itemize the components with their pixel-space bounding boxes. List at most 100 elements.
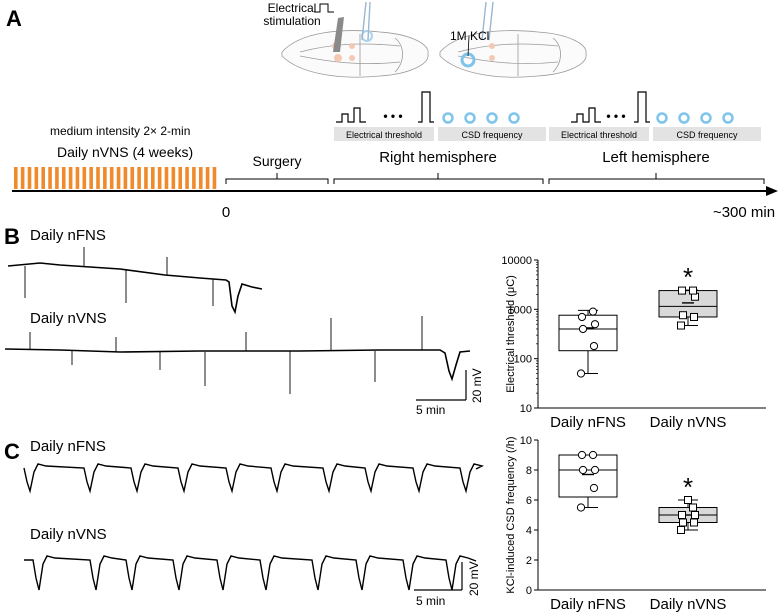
data-point	[588, 307, 598, 316]
category-label: Daily nFNS	[550, 414, 626, 431]
y-tick-label: 10000	[501, 255, 532, 267]
trace-label-c-nvns: Daily nVNS	[30, 526, 107, 543]
category-label: Daily nVNS	[650, 596, 727, 613]
data-point	[678, 286, 686, 295]
electrical-stimulation-label: stimulation	[263, 14, 320, 28]
protocol-bar	[157, 167, 162, 189]
y-tick-label: 2	[526, 555, 532, 567]
y-tick-label: 100	[514, 354, 532, 366]
data-point	[691, 511, 699, 519]
protocol-bar	[171, 167, 176, 189]
protocol-bar	[164, 167, 169, 189]
data-point	[677, 321, 685, 330]
data-point	[689, 286, 697, 295]
protocol-bar	[137, 167, 141, 189]
protocol-bar	[144, 167, 148, 189]
protocol-bar	[178, 167, 182, 189]
data-point	[578, 324, 588, 334]
trace-label-b-nfns: Daily nFNS	[30, 227, 106, 244]
y-tick-label: 10	[520, 403, 532, 415]
protocol-bar	[34, 167, 39, 189]
protocol-bar	[55, 167, 59, 189]
iqr-box	[558, 314, 618, 352]
protocol-bars	[14, 167, 217, 189]
stimulus-label: medium intensity 2× 2-min	[50, 124, 190, 138]
protocol-bar	[103, 167, 107, 189]
panel-a-label: A	[6, 6, 22, 31]
panel-b-label: B	[4, 224, 20, 249]
panel-c-label: C	[4, 439, 20, 464]
protocol-bar	[41, 167, 45, 189]
data-point	[576, 503, 586, 512]
recording-electrode-icon	[367, 1, 371, 41]
skull-illustration-left	[281, 30, 429, 78]
time-start-label: 0	[222, 204, 230, 221]
data-point	[577, 312, 587, 322]
protocol-bar	[212, 167, 217, 189]
data-point	[588, 450, 598, 460]
trace-label-b-nvns: Daily nVNS	[30, 310, 107, 327]
iqr-box	[558, 454, 618, 498]
csd-frequency-bar	[653, 127, 761, 141]
time-scale-label: 5 min	[416, 403, 445, 417]
left-hemisphere-label: Left hemisphere	[602, 149, 710, 166]
significance-marker: *	[683, 262, 693, 292]
data-point	[589, 483, 599, 493]
electrical-threshold-bar	[549, 127, 649, 141]
ellipsis: • • •	[606, 109, 625, 123]
protocol-bar	[192, 167, 196, 189]
protocol-bar	[82, 167, 87, 189]
data-point	[576, 369, 586, 378]
iqr-box	[658, 290, 718, 318]
significance-marker: *	[683, 472, 693, 502]
protocol-bar	[14, 167, 18, 189]
right-hemisphere-label: Right hemisphere	[379, 149, 497, 166]
ramp-pulses-icon	[571, 107, 601, 123]
y-tick-label: 10	[520, 435, 532, 447]
pulse-waveform-icon	[314, 3, 334, 13]
csd-frequency-bar	[438, 127, 546, 141]
recording-electrode-icon	[481, 1, 487, 41]
data-point	[578, 465, 588, 475]
ramp-pulses-icon	[336, 107, 366, 123]
protocol-label: Daily nVNS (4 weeks)	[57, 144, 193, 160]
protocol-bar	[89, 167, 93, 189]
data-point	[590, 320, 600, 329]
y-axis-title: Electrical threshold (μC)	[505, 275, 517, 393]
stimulation-site-dot	[334, 54, 342, 62]
protocol-bar	[123, 167, 128, 189]
trace-b-nvns	[4, 348, 471, 382]
data-point	[690, 518, 698, 527]
stimulation-electrode-icon	[333, 17, 344, 52]
protocol-bar	[185, 167, 189, 189]
y-axis-title: KCl-induced CSD frequency (/h)	[505, 436, 517, 593]
stimulation-site-dot	[489, 55, 495, 61]
protocol-bar	[61, 167, 66, 189]
csd-events-icon	[442, 112, 520, 124]
electrical-threshold-label: Electrical threshold	[346, 130, 422, 140]
data-point	[679, 311, 687, 320]
trace-c-nvns	[24, 555, 477, 591]
trace-b-nfns	[7, 262, 263, 315]
stimulation-site-dot	[349, 55, 355, 61]
surgery-bracket	[225, 178, 329, 184]
csd-events-icon	[656, 112, 734, 124]
data-point	[678, 511, 686, 519]
protocol-bar	[205, 167, 210, 189]
protocol-bar	[20, 167, 25, 189]
trace-b-nfns-artifacts	[24, 247, 214, 306]
y-tick-label: 6	[526, 495, 532, 507]
recording-electrode-icon	[488, 1, 494, 41]
category-label: Daily nFNS	[550, 596, 626, 613]
kcl-pointer-line	[467, 35, 470, 57]
protocol-bar	[198, 167, 203, 189]
skull-illustration-right	[439, 30, 587, 78]
electrical-stimulation-label: Electrical	[268, 1, 317, 15]
protocol-bar	[116, 167, 121, 189]
timeline-arrow-icon	[766, 186, 778, 196]
trace-label-c-nfns: Daily nFNS	[30, 438, 106, 455]
right-hemisphere-bracket	[333, 178, 544, 184]
